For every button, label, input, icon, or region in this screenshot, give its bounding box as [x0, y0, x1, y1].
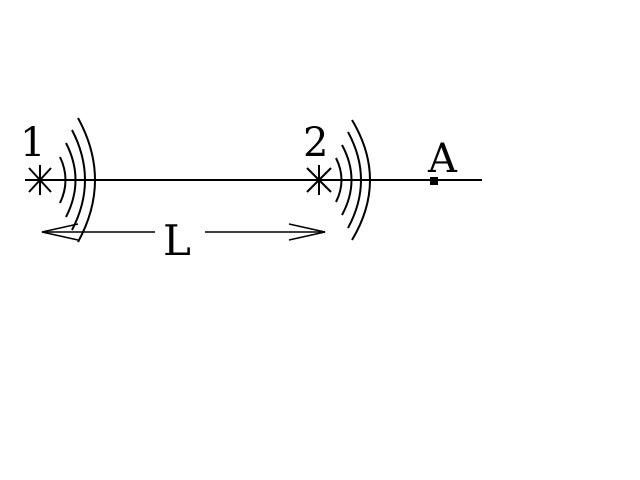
source-2-marker-icon	[306, 165, 332, 195]
source-2-waves-icon	[335, 119, 371, 241]
distance-dimension: L	[41, 216, 326, 265]
source-1: 1	[20, 117, 96, 243]
source-2-label: 2	[303, 120, 328, 166]
point-a: A	[427, 136, 458, 185]
source-1-marker-icon	[28, 165, 52, 195]
source-2: 2	[303, 119, 371, 241]
point-a-label: A	[427, 136, 458, 182]
point-a-marker-icon	[430, 177, 438, 185]
source-1-waves-icon	[59, 117, 96, 243]
source-1-label: 1	[20, 120, 45, 166]
distance-label: L	[163, 216, 191, 265]
distance-arrow-icon	[41, 223, 326, 241]
